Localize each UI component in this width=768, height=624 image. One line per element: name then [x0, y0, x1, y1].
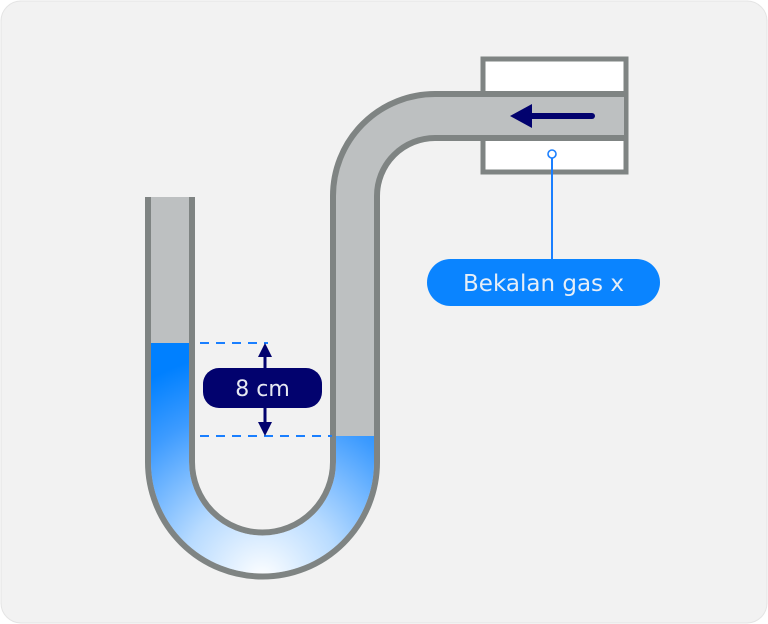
height-label-text: 8 cm — [235, 377, 290, 402]
gas-supply-label-text: Bekalan gas x — [463, 271, 624, 297]
gas-supply-label: Bekalan gas x — [427, 259, 660, 306]
flow-arrow-left-icon — [510, 104, 595, 128]
height-difference-label: 8 cm — [203, 368, 322, 408]
manometer-liquid — [151, 343, 374, 574]
callout-dot — [547, 149, 557, 159]
